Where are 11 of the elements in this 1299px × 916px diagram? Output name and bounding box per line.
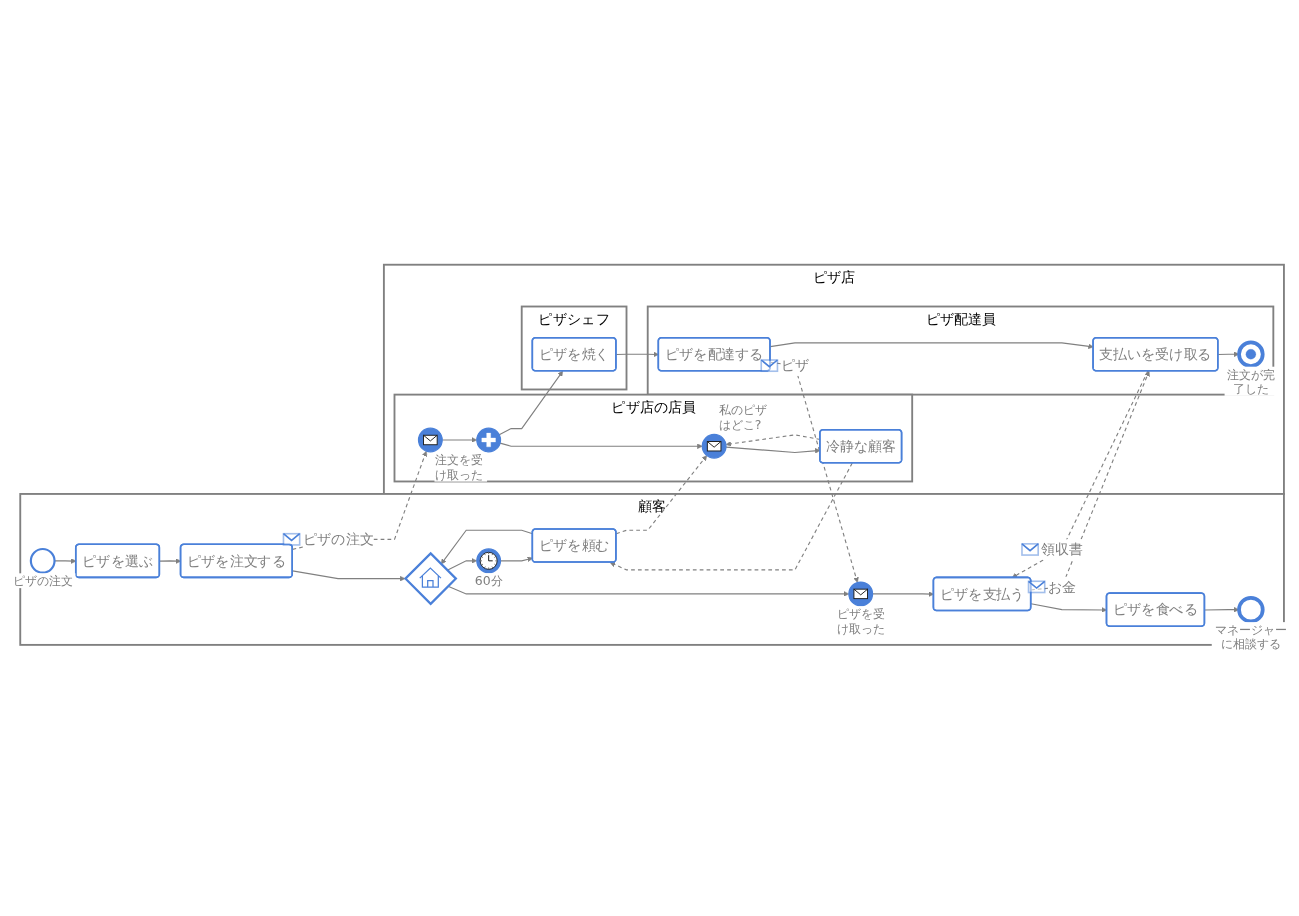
edge-label: ピザの注文 [302,531,373,548]
event-label: 注文を受け取った [434,452,483,482]
event-label: 60分 [474,573,503,589]
edge-label: ピザ [780,357,809,374]
event-label: マネージャーに相談する [1214,621,1287,652]
event-label: ピザを受け取った [836,606,885,636]
event-label: 私のピザはどこ? [718,402,767,432]
edge-label: 領収書 [1040,541,1082,558]
event-label: 注文が完了した [1226,366,1275,396]
event-label: ピザの注文 [12,573,73,589]
edge-label: お金 [1047,579,1076,595]
